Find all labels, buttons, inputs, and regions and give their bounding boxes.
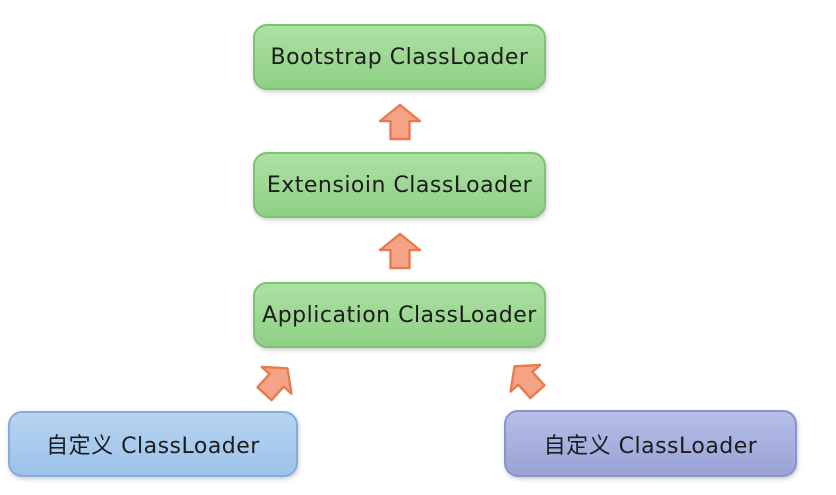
node-application-label: Application ClassLoader	[262, 302, 537, 328]
node-extension-label: Extensioin ClassLoader	[266, 172, 533, 198]
node-custom-classloader-right: 自定义 ClassLoader	[504, 410, 797, 477]
node-bootstrap-label: Bootstrap ClassLoader	[270, 44, 529, 70]
up-arrow-icon	[376, 103, 424, 141]
node-bootstrap-classloader: Bootstrap ClassLoader	[253, 24, 546, 90]
up-arrow-icon	[376, 232, 424, 270]
diagonal-up-left-arrow-icon	[495, 349, 556, 409]
node-application-classloader: Application ClassLoader	[253, 282, 546, 348]
node-extension-classloader: Extensioin ClassLoader	[253, 152, 546, 218]
node-custom-right-label: 自定义 ClassLoader	[543, 433, 758, 459]
node-custom-left-label: 自定义 ClassLoader	[46, 434, 260, 459]
diagonal-up-right-arrow-icon	[245, 351, 306, 411]
node-custom-classloader-left: 自定义 ClassLoader	[8, 411, 298, 477]
